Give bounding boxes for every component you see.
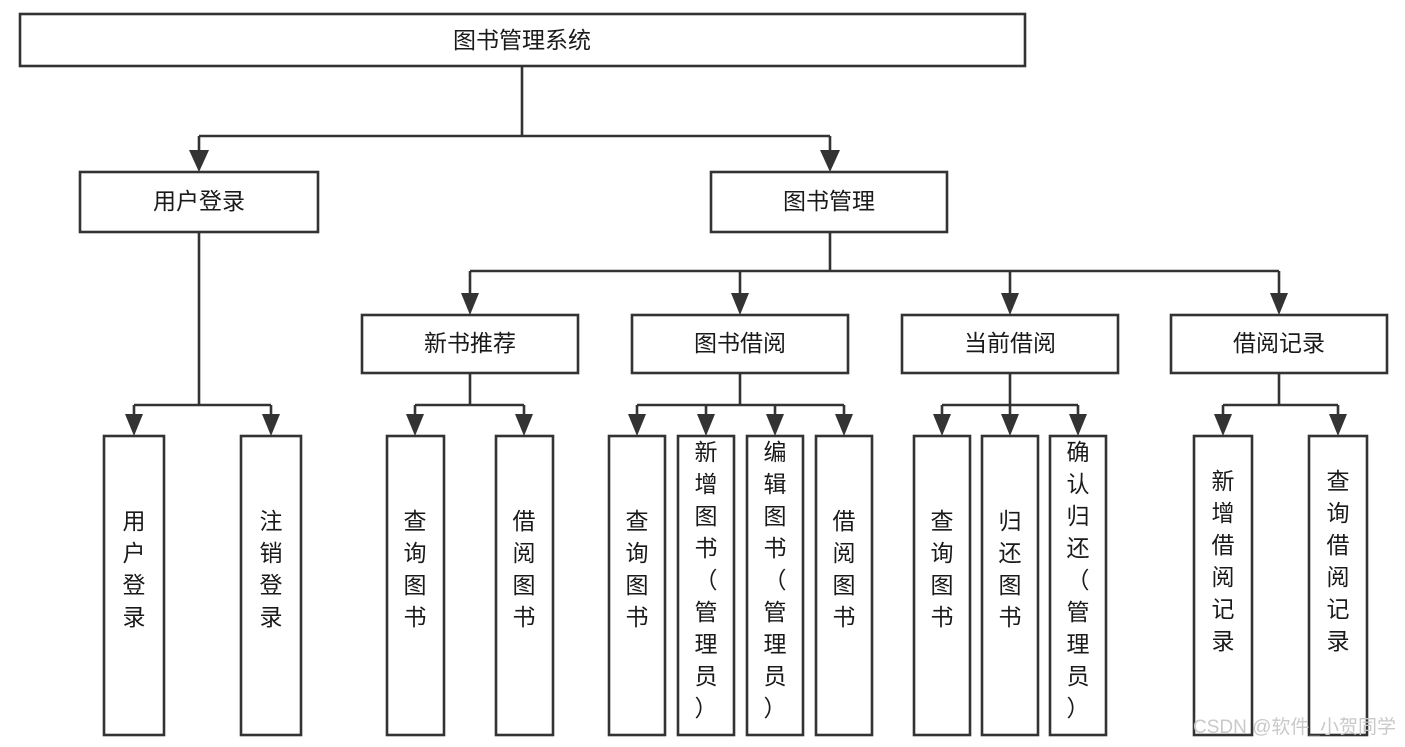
node-leaf-logout-login[interactable]: 注销登录 bbox=[239, 434, 303, 737]
borrow-record-node-label: 借阅记录 bbox=[1233, 330, 1325, 356]
node-book-management[interactable]: 图书管理 bbox=[709, 170, 949, 234]
arrow-head-leaf-borrow-book-1 bbox=[515, 414, 533, 436]
new-book-recommend-node-label: 新书推荐 bbox=[424, 330, 516, 356]
arrow-head-leaf-add-record bbox=[1214, 414, 1232, 436]
leaf-add-record-box[interactable] bbox=[1192, 434, 1254, 737]
leaf-return-book-label: 归还图书 bbox=[999, 508, 1022, 630]
arrow-head-leaf-return-book bbox=[1001, 414, 1019, 436]
arrow-head-leaf-logout bbox=[262, 414, 280, 436]
leaf-user-login-label: 用户登录 bbox=[123, 508, 146, 630]
book-borrow-node-box[interactable] bbox=[630, 313, 850, 375]
new-book-recommend-node-box[interactable] bbox=[360, 313, 580, 375]
node-leaf-query-book-2[interactable]: 查询图书 bbox=[607, 434, 667, 737]
arrow-head-borrow-record bbox=[1270, 293, 1288, 315]
node-leaf-query-book-1[interactable]: 查询图书 bbox=[385, 434, 446, 737]
leaf-borrow-book-1-box[interactable] bbox=[494, 434, 555, 737]
borrow-record-node-box[interactable] bbox=[1169, 313, 1389, 375]
arrow-head-leaf-edit-book bbox=[766, 414, 784, 436]
arrow-head-current-borrow bbox=[1001, 293, 1019, 315]
node-root-system[interactable]: 图书管理系统 bbox=[18, 12, 1027, 68]
leaf-borrow-book-1-label: 借阅图书 bbox=[513, 508, 536, 630]
book-borrow-node-label: 图书借阅 bbox=[694, 330, 786, 356]
leaf-edit-book-label: 编辑图书（管理员） bbox=[764, 439, 787, 721]
leaf-query-book-1-label: 查询图书 bbox=[404, 508, 427, 630]
arrow-head-leaf-add-book bbox=[697, 414, 715, 436]
node-leaf-borrow-book-2[interactable]: 借阅图书 bbox=[814, 434, 874, 737]
node-leaf-add-record[interactable]: 新增借阅记录 bbox=[1192, 434, 1254, 737]
leaf-add-book-box[interactable] bbox=[676, 434, 736, 737]
arrow-head-book-borrow bbox=[731, 293, 749, 315]
node-current-borrow[interactable]: 当前借阅 bbox=[900, 313, 1120, 375]
node-book-borrow[interactable]: 图书借阅 bbox=[630, 313, 850, 375]
arrow-head-leaf-query-book-1 bbox=[406, 414, 424, 436]
arrow-head-leaf-query-record bbox=[1329, 414, 1347, 436]
leaf-logout-login-label: 注销登录 bbox=[260, 508, 283, 630]
arrow-head-leaf-query-book-3 bbox=[933, 414, 951, 436]
leaf-confirm-return-label: 确认归还（管理员） bbox=[1067, 439, 1090, 721]
leaf-confirm-return-box[interactable] bbox=[1048, 434, 1108, 737]
leaf-edit-book-box[interactable] bbox=[745, 434, 805, 737]
leaf-query-book-2-label: 查询图书 bbox=[626, 508, 649, 630]
node-leaf-edit-book[interactable]: 编辑图书（管理员） bbox=[745, 434, 805, 737]
leaf-query-book-3-label: 查询图书 bbox=[931, 508, 954, 630]
arrow-head-leaf-user-login bbox=[125, 414, 143, 436]
node-leaf-user-login[interactable]: 用户登录 bbox=[102, 434, 166, 737]
node-leaf-borrow-book-1[interactable]: 借阅图书 bbox=[494, 434, 555, 737]
leaf-logout-login-box[interactable] bbox=[239, 434, 303, 737]
arrow-head-leaf-borrow-book-2 bbox=[835, 414, 853, 436]
book-management-node-box[interactable] bbox=[709, 170, 949, 234]
leaf-query-book-2-box[interactable] bbox=[607, 434, 667, 737]
user-login-node-label: 用户登录 bbox=[153, 188, 245, 214]
root-node-box[interactable] bbox=[18, 12, 1027, 68]
arrow-head-leaf-confirm-return bbox=[1069, 414, 1087, 436]
node-leaf-confirm-return[interactable]: 确认归还（管理员） bbox=[1048, 434, 1108, 737]
arrow-head-new-book-recommend bbox=[461, 293, 479, 315]
leaf-query-book-3-box[interactable] bbox=[912, 434, 972, 737]
node-borrow-record[interactable]: 借阅记录 bbox=[1169, 313, 1389, 375]
node-leaf-add-book[interactable]: 新增图书（管理员） bbox=[676, 434, 736, 737]
leaf-query-record-box[interactable] bbox=[1307, 434, 1369, 737]
user-login-node-box[interactable] bbox=[78, 170, 320, 234]
connector-layer bbox=[125, 66, 1347, 436]
book-management-node-label: 图书管理 bbox=[783, 188, 875, 214]
root-node-label: 图书管理系统 bbox=[453, 27, 591, 53]
leaf-borrow-book-2-label: 借阅图书 bbox=[833, 508, 856, 630]
arrow-head-book-management bbox=[820, 150, 840, 172]
leaf-query-book-1-box[interactable] bbox=[385, 434, 446, 737]
arrow-head-leaf-query-book-2 bbox=[628, 414, 646, 436]
node-user-login[interactable]: 用户登录 bbox=[78, 170, 320, 234]
leaf-add-book-label: 新增图书（管理员） bbox=[695, 439, 718, 721]
node-leaf-query-record[interactable]: 查询借阅记录 bbox=[1307, 434, 1369, 737]
node-new-book-recommend[interactable]: 新书推荐 bbox=[360, 313, 580, 375]
current-borrow-node-label: 当前借阅 bbox=[964, 330, 1056, 356]
node-leaf-query-book-3[interactable]: 查询图书 bbox=[912, 434, 972, 737]
current-borrow-node-box[interactable] bbox=[900, 313, 1120, 375]
leaf-query-record-label: 查询借阅记录 bbox=[1327, 468, 1350, 654]
leaf-user-login-box[interactable] bbox=[102, 434, 166, 737]
node-leaf-return-book[interactable]: 归还图书 bbox=[980, 434, 1040, 737]
csdn-watermark: CSDN @软件_小贺同学 bbox=[1193, 716, 1396, 738]
leaf-borrow-book-2-box[interactable] bbox=[814, 434, 874, 737]
leaf-add-record-label: 新增借阅记录 bbox=[1212, 468, 1235, 654]
leaf-return-book-box[interactable] bbox=[980, 434, 1040, 737]
arrow-head-user-login bbox=[189, 150, 209, 172]
